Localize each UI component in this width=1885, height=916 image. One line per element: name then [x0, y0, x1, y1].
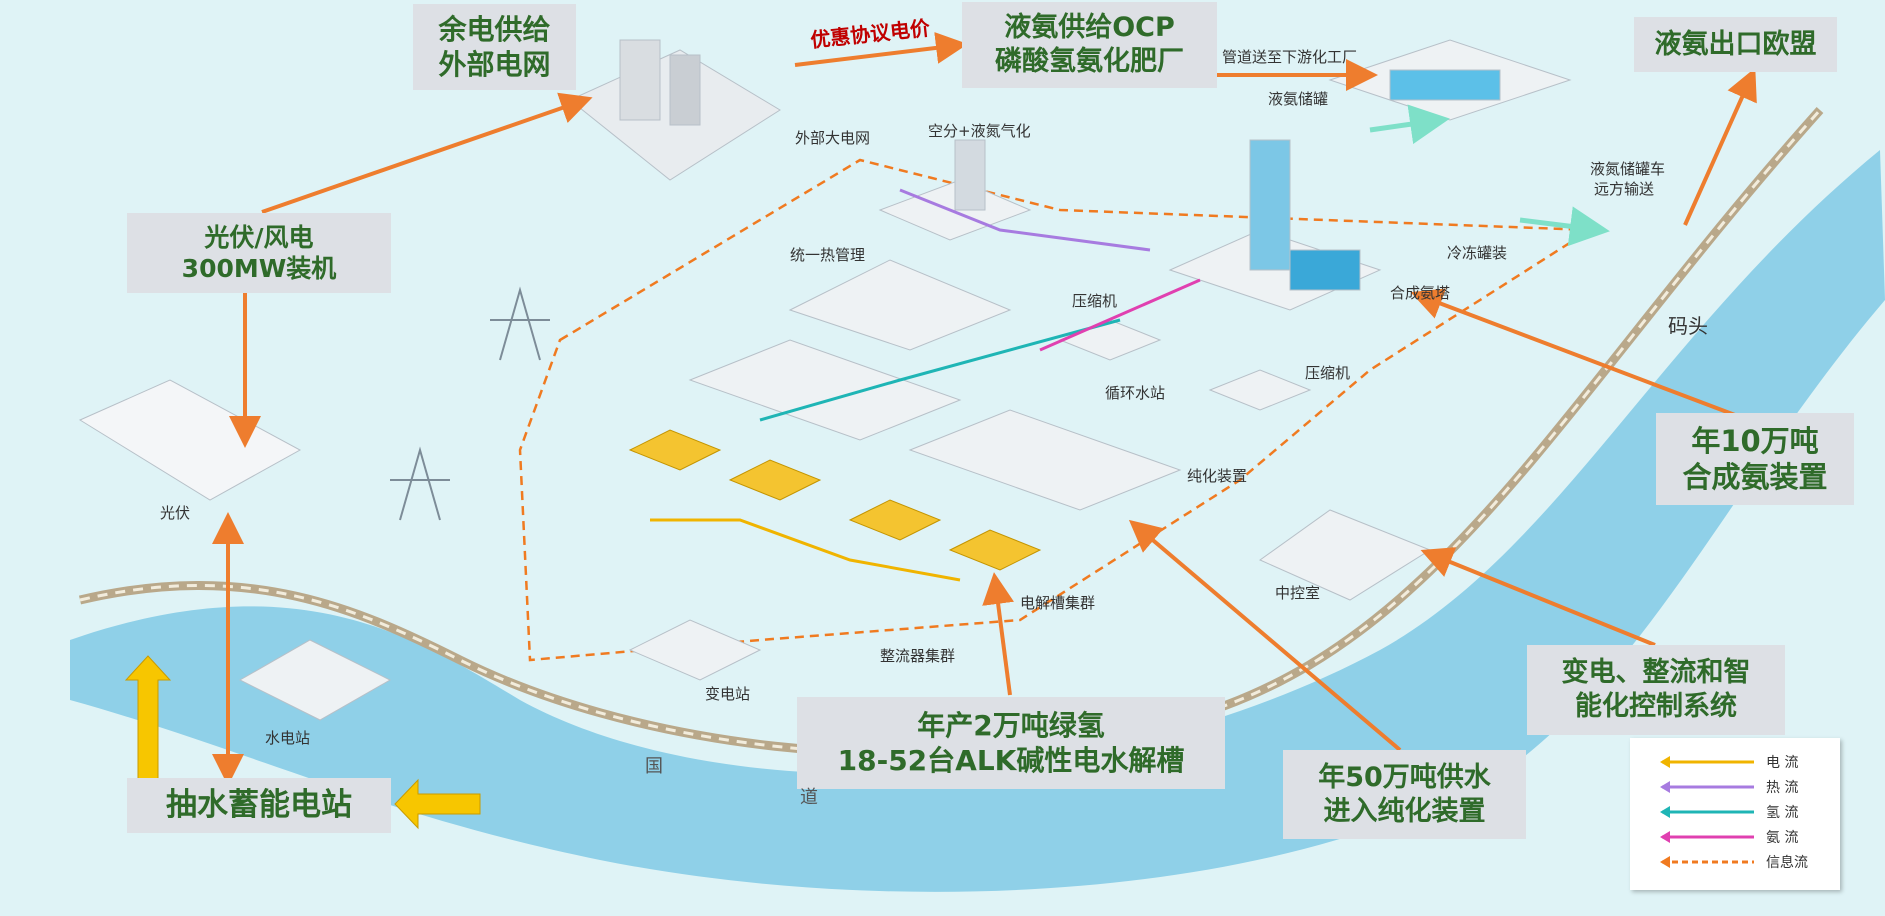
legend: 电 流 热 流 氢 流 氨 流 信息流 — [1630, 738, 1840, 890]
compressor-label-1: 压缩机 — [1072, 292, 1118, 310]
compressor-units — [1058, 319, 1312, 411]
ammonia-supply-callout: 液氨供给OCP 磷酸氢氨化肥厂 — [962, 2, 1217, 88]
legend-item-info: 信息流 — [1630, 850, 1840, 874]
ammonia-export-text: 液氨出口欧盟 — [1654, 28, 1817, 60]
synthesis-tower — [1168, 139, 1382, 311]
electrolyzer-cluster — [628, 429, 1042, 571]
air-separation-label: 空分+液氮气化 — [928, 122, 1031, 140]
ammonia-plant-line-1: 年10万吨 — [1691, 423, 1819, 458]
heat-management-unit — [788, 259, 1012, 351]
ammonia-supply-line-2: 磷酸氢氨化肥厂 — [995, 46, 1184, 77]
legend-label-info: 信息流 — [1766, 855, 1808, 871]
water-supply-line-2: 进入纯化装置 — [1323, 795, 1486, 827]
control-system-line-2: 能化控制系统 — [1575, 691, 1737, 722]
arrow-electrolyzer — [982, 572, 1014, 696]
purification-platform-1 — [688, 339, 962, 441]
info-flow-boundary — [518, 158, 1595, 662]
pv-wind-line-2: 300MW装机 — [181, 254, 337, 283]
legend-swatch-info — [1660, 856, 1754, 868]
substation-label: 变电站 — [705, 685, 751, 703]
yellow-up-arrow — [124, 655, 172, 781]
ammonia-tank-label: 液氨储罐 — [1268, 90, 1329, 108]
pv-wind-line-1: 光伏/风电 — [204, 222, 314, 252]
arrow-ammonia-plant — [1410, 288, 1736, 417]
green-hydrogen-callout: 年产2万吨绿氢 18-52台ALK碱性电水解槽 — [797, 697, 1225, 789]
pumped-storage-callout: 抽水蓄能电站 — [127, 778, 391, 833]
cooling-water-label: 循环水站 — [1105, 384, 1166, 402]
legend-label-heat: 热 流 — [1766, 780, 1799, 796]
hydro-label: 水电站 — [265, 729, 311, 747]
arrow-control-room — [1420, 547, 1656, 647]
dock-label: 码头 — [1668, 314, 1708, 338]
green-hydrogen-line-1: 年产2万吨绿氢 — [917, 709, 1105, 742]
legend-item-power: 电 流 — [1630, 750, 1840, 774]
hydro-station-building — [238, 639, 392, 721]
tank-truck-label-1: 液氮储罐车 — [1590, 160, 1666, 178]
surplus-power-line-2: 外部电网 — [438, 48, 551, 81]
legend-item-hydrogen: 氢 流 — [1630, 800, 1840, 824]
ammonia-plant-callout: 年10万吨 合成氨装置 — [1656, 413, 1854, 505]
purification-label: 纯化装置 — [1187, 467, 1248, 485]
ammonia-plant-line-2: 合成氨装置 — [1682, 460, 1828, 494]
surplus-power-callout: 余电供给 外部电网 — [413, 4, 576, 90]
rectifier-cluster-label: 整流器集群 — [880, 647, 956, 665]
water-supply-line-1: 年50万吨供水 — [1318, 761, 1491, 793]
ammonia-export-callout: 液氨出口欧盟 — [1634, 17, 1837, 72]
river — [70, 150, 1885, 892]
external-grid-label: 外部大电网 — [795, 129, 871, 147]
legend-swatch-heat — [1660, 781, 1754, 793]
arrow-pv-to-grid — [261, 92, 593, 214]
arrow-truck-to-export — [1683, 67, 1757, 226]
legend-item-ammonia: 氨 流 — [1630, 825, 1840, 849]
substation-building — [628, 619, 762, 681]
surplus-power-line-1: 余电供给 — [438, 13, 551, 46]
legend-item-heat: 热 流 — [1630, 775, 1840, 799]
heat-management-label: 统一热管理 — [790, 246, 866, 264]
arrow-grid-to-ocp — [794, 32, 968, 67]
compressor-label-2: 压缩机 — [1305, 364, 1351, 382]
freeze-tank-label: 冷冻罐装 — [1447, 244, 1508, 262]
water-supply-callout: 年50万吨供水 进入纯化装置 — [1283, 750, 1526, 839]
road-label-2: 道 — [800, 787, 818, 808]
control-system-callout: 变电、整流和智 能化控制系统 — [1527, 645, 1785, 735]
green-hydrogen-line-2: 18-52台ALK碱性电水解槽 — [837, 744, 1185, 777]
air-separation-unit — [878, 139, 1032, 241]
legend-swatch-ammonia — [1660, 831, 1754, 843]
legend-swatch-power — [1660, 756, 1754, 768]
pv-field — [78, 379, 302, 501]
pv-label: 光伏 — [160, 504, 191, 522]
electrolyzer-cluster-label: 电解槽集群 — [1020, 594, 1096, 612]
yellow-left-arrow — [394, 778, 481, 830]
legend-label-hydrogen: 氢 流 — [1766, 805, 1799, 821]
legend-label-ammonia: 氨 流 — [1766, 830, 1799, 846]
pv-wind-callout: 光伏/风电 300MW装机 — [127, 213, 391, 293]
legend-label-power: 电 流 — [1766, 755, 1799, 771]
road-label-1: 国 — [645, 756, 663, 777]
external-grid-city — [569, 39, 781, 181]
purification-platform-2 — [908, 409, 1182, 511]
transmission-towers — [390, 286, 550, 521]
ammonia-tank-farm — [1328, 39, 1572, 121]
legend-swatch-hydrogen — [1660, 806, 1754, 818]
control-system-line-1: 变电、整流和智 — [1561, 657, 1751, 689]
ammonia-supply-line-1: 液氨供给OCP — [1004, 12, 1175, 44]
tank-truck-label-2: 远方输送 — [1594, 180, 1655, 198]
control-room-label: 中控室 — [1275, 584, 1321, 602]
synthesis-tower-label: 合成氨塔 — [1390, 284, 1451, 302]
pumped-storage-text: 抽水蓄能电站 — [166, 787, 352, 824]
pipeline-label: 管道送至下游化工厂 — [1222, 48, 1358, 66]
arrow-purification — [1128, 519, 1402, 752]
